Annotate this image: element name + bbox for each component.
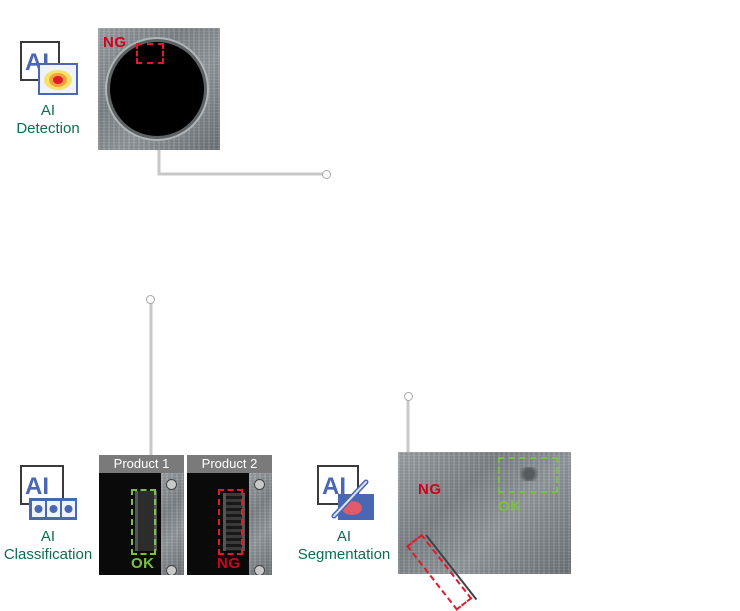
product-2-panel: Product 2 NG: [187, 455, 272, 575]
ai-segmentation-icon: AI: [316, 464, 378, 522]
product-2-screw: [254, 479, 265, 490]
ai-classification-label-line1: AI: [40, 528, 56, 545]
product-1-box: [131, 489, 156, 555]
product-1-rail: [161, 473, 184, 575]
connector-node-detection: [322, 170, 331, 179]
ai-segmentation-label-line1: AI: [336, 528, 352, 545]
product-2-part: [223, 493, 245, 551]
product-2-screw: [254, 565, 265, 575]
product-1-ok-label: OK: [131, 555, 155, 572]
segmentation-ok-label: OK: [498, 498, 522, 515]
product-2-image: NG: [187, 473, 272, 575]
ai-detection-label: AI Detection: [4, 102, 92, 138]
detection-image: NG: [98, 28, 220, 150]
product-2-ng-label: NG: [217, 555, 241, 572]
ai-detection-label-line1: AI: [40, 102, 56, 119]
connector-node-segmentation: [404, 392, 413, 401]
ai-classification-label-line2: Classification: [3, 546, 93, 563]
product-2-box: [218, 489, 243, 555]
detection-hole: [110, 42, 204, 136]
segmentation-blemish: [514, 467, 544, 481]
ai-detection-label-line2: Detection: [16, 120, 80, 137]
segmentation-ok-box: [498, 457, 558, 493]
segmentation-ng-label: NG: [418, 481, 442, 498]
detection-ng-label: NG: [103, 34, 127, 51]
product-2-header: Product 2: [187, 455, 272, 473]
detection-defect-box: [136, 43, 164, 64]
ai-detection-icon: AI: [19, 40, 79, 98]
connector-node-classification: [146, 295, 155, 304]
ai-segmentation-label: AI Segmentation: [292, 528, 396, 564]
product-1-screw: [166, 565, 177, 575]
product-1-panel: Product 1 OK: [99, 455, 184, 575]
product-1-header: Product 1: [99, 455, 184, 473]
ai-icon-letters: AI: [25, 473, 49, 500]
product-2-rail: [249, 473, 272, 575]
ai-segmentation-label-line2: Segmentation: [297, 546, 391, 563]
product-1-screw: [166, 479, 177, 490]
segmentation-image: NG OK: [398, 452, 571, 611]
ai-classification-label: AI Classification: [0, 528, 96, 564]
ai-classification-icon: AI: [19, 464, 79, 522]
product-1-image: OK: [99, 473, 184, 575]
connector-detection: [157, 150, 326, 176]
